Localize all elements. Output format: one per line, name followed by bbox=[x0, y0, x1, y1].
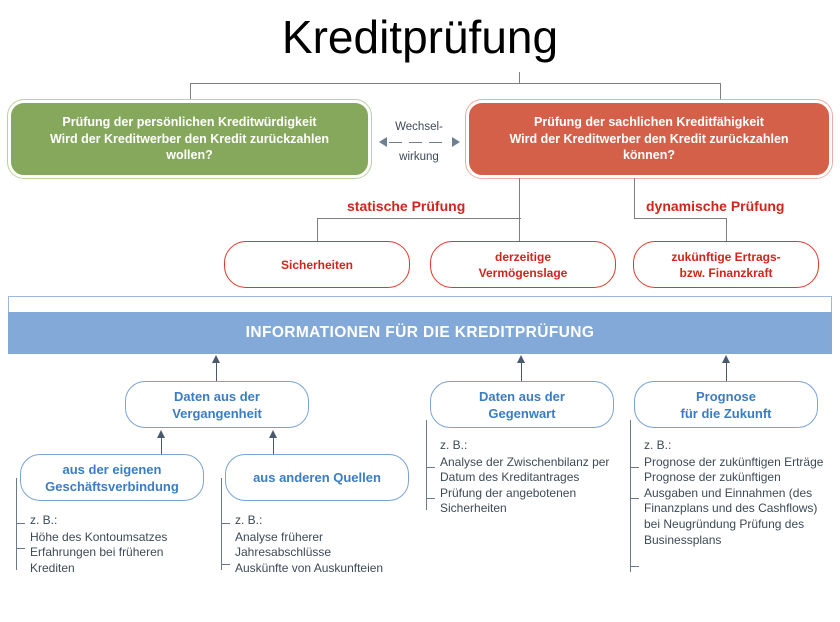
connector-static-right-leg bbox=[519, 218, 521, 242]
arrow-past-up-icon bbox=[212, 355, 220, 363]
detail-present-list: Analyse der Zwischenbilanz per Datum des… bbox=[440, 455, 625, 517]
label-dynamic-pruefung: dynamische Prüfung bbox=[646, 198, 785, 214]
node-own-line1: aus der eigenen bbox=[62, 461, 162, 477]
node-past-line1: Daten aus der bbox=[174, 388, 260, 404]
node-sicherheiten[interactable]: Sicherheiten bbox=[224, 241, 410, 288]
bracket-other bbox=[221, 478, 233, 570]
detail-own: z. B.: Höhe des Kontoumsatzes Erfahrunge… bbox=[30, 513, 208, 576]
connector-static-down bbox=[519, 178, 521, 218]
node-factual-line1: Prüfung der sachlichen Kreditfähigkeit bbox=[534, 115, 764, 130]
list-item: Prognose der zukünftigen Ausgaben und Ei… bbox=[644, 470, 818, 516]
interaction-label-line1: Wechsel- bbox=[395, 121, 443, 133]
interaction-label-line2: wirkung bbox=[399, 151, 439, 163]
detail-own-list: Höhe des Kontoumsatzes Erfahrungen bei f… bbox=[30, 530, 208, 577]
list-item: bei Neugründung Prüfung des Businessplan… bbox=[644, 516, 805, 547]
node-prognose-zukunft[interactable]: Prognose für die Zukunft bbox=[634, 381, 818, 428]
bracket-present bbox=[426, 420, 438, 510]
connector-dynamic-horizontal bbox=[634, 218, 727, 220]
detail-other: z. B.: Analyse früherer Jahresabschlüsse… bbox=[235, 513, 415, 576]
node-vermoegenslage-line2: Vermögenslage bbox=[478, 265, 568, 280]
list-item: Analyse früherer Jahresabschlüsse bbox=[235, 529, 332, 560]
node-ertragskraft-line1: zukünftige Ertrags- bbox=[671, 249, 781, 264]
node-future-line1: Prognose bbox=[696, 388, 756, 404]
list-item: Erfahrungen bei früheren Krediten bbox=[30, 545, 164, 575]
connector-root-horizontal bbox=[190, 83, 721, 85]
node-past-line2: Vergangenheit bbox=[172, 405, 262, 421]
node-present-line2: Gegenwart bbox=[488, 405, 556, 421]
detail-future: z. B.: Prognose der zukünftigen Erträge … bbox=[644, 438, 824, 548]
arrow-future-up-icon bbox=[722, 355, 730, 363]
node-own-line2: Geschäftsverbindung bbox=[45, 478, 179, 494]
connector-static-left-leg bbox=[317, 218, 319, 242]
node-other-line1: aus anderen Quellen bbox=[253, 470, 381, 485]
detail-future-zb: z. B.: bbox=[644, 438, 672, 452]
list-item: Prognose der zukünftigen Erträge bbox=[644, 454, 824, 469]
list-item: Auskünfte von Auskunfteien bbox=[235, 560, 384, 575]
interaction-dash-2 bbox=[409, 141, 422, 143]
arrow-present-up-icon bbox=[517, 355, 525, 363]
node-factual-creditability[interactable]: Prüfung der sachlichen Kreditfähigkeit W… bbox=[465, 99, 833, 179]
node-future-line2: für die Zukunft bbox=[680, 405, 772, 421]
interaction-arrow-right-icon bbox=[452, 137, 460, 147]
bracket-future bbox=[630, 420, 642, 572]
connector-to-red bbox=[720, 83, 722, 100]
interaction-dash-3 bbox=[429, 141, 442, 143]
connector-other-to-past bbox=[273, 437, 275, 454]
node-sicherheiten-line1: Sicherheiten bbox=[280, 257, 354, 272]
arrow-other-up-icon bbox=[269, 430, 277, 438]
node-aus-eigener-geschaeftsverbindung[interactable]: aus der eigenen Geschäftsverbindung bbox=[20, 454, 204, 501]
detail-future-list: Prognose der zukünftigen Erträge Prognos… bbox=[644, 455, 824, 549]
node-personal-line1: Prüfung der persönlichen Kreditwürdigkei… bbox=[62, 115, 317, 130]
detail-own-zb: z. B.: bbox=[30, 513, 58, 527]
arrow-own-up-icon bbox=[157, 430, 165, 438]
detail-present-zb: z. B.: bbox=[440, 438, 468, 452]
page-title: Kreditprüfung bbox=[281, 11, 559, 63]
bracket-own bbox=[16, 478, 28, 570]
node-vermoegenslage-line1: derzeitige bbox=[494, 249, 551, 264]
node-present-line1: Daten aus der bbox=[479, 388, 565, 404]
interaction-arrow-left-icon bbox=[379, 137, 387, 147]
node-daten-gegenwart[interactable]: Daten aus der Gegenwart bbox=[430, 381, 614, 428]
connector-past-to-banner bbox=[216, 362, 218, 382]
connector-dynamic-leg bbox=[726, 218, 728, 242]
interaction-dash-1 bbox=[389, 141, 402, 143]
connector-future-to-banner bbox=[726, 362, 728, 382]
connector-to-green bbox=[190, 83, 192, 100]
detail-other-list: Analyse früherer Jahresabschlüsse Auskün… bbox=[235, 530, 415, 577]
connector-own-to-past bbox=[161, 437, 163, 454]
connector-static-horizontal bbox=[317, 218, 521, 220]
information-banner: INFORMATIONEN FÜR DIE KREDITPRÜFUNG bbox=[8, 312, 832, 354]
list-item: Prüfung der angebotenen Sicherheiten bbox=[440, 485, 577, 516]
connector-dynamic-down bbox=[634, 178, 636, 218]
interaction-label-bottom: wirkung bbox=[378, 150, 460, 165]
node-aus-anderen-quellen[interactable]: aus anderen Quellen bbox=[225, 454, 409, 501]
node-factual-line2: Wird der Kreditwerber den Kredit zurückz… bbox=[509, 131, 789, 146]
node-factual-line3: können? bbox=[622, 148, 676, 163]
label-static-pruefung: statische Prüfung bbox=[347, 198, 466, 214]
list-item: Analyse der Zwischenbilanz per Datum des… bbox=[440, 454, 610, 485]
connector-root-vertical bbox=[519, 72, 521, 84]
interaction-label: Wechsel- bbox=[378, 120, 460, 135]
node-personal-creditworthiness[interactable]: Prüfung der persönlichen Kreditwürdigkei… bbox=[7, 99, 372, 179]
node-ertragskraft-line2: bzw. Finanzkraft bbox=[679, 265, 773, 280]
node-personal-line2: Wird der Kreditwerber den Kredit zurückz… bbox=[49, 131, 330, 146]
node-zukuenftige-ertragskraft[interactable]: zukünftige Ertrags- bzw. Finanzkraft bbox=[633, 241, 819, 288]
list-item: Höhe des Kontoumsatzes bbox=[30, 529, 168, 544]
node-daten-vergangenheit[interactable]: Daten aus der Vergangenheit bbox=[125, 381, 309, 428]
connector-present-to-banner bbox=[521, 362, 523, 382]
node-personal-line3: wollen? bbox=[166, 148, 213, 163]
detail-other-zb: z. B.: bbox=[235, 513, 263, 527]
node-derzeitige-vermoegenslage[interactable]: derzeitige Vermögenslage bbox=[430, 241, 616, 288]
information-banner-label: INFORMATIONEN FÜR DIE KREDITPRÜFUNG bbox=[245, 324, 595, 341]
detail-present: z. B.: Analyse der Zwischenbilanz per Da… bbox=[440, 438, 625, 517]
